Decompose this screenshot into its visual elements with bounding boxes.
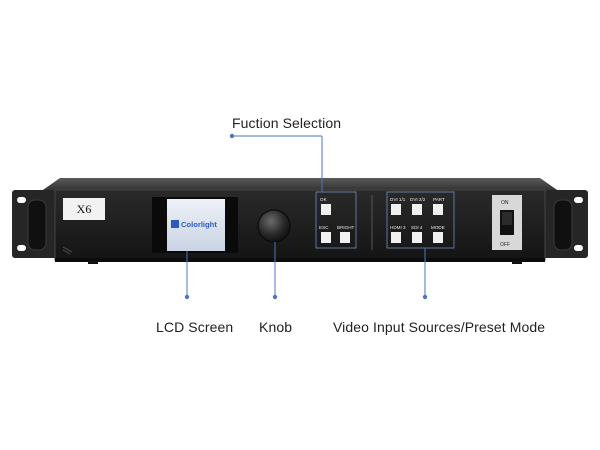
- callout-function-selection: Fuction Selection: [232, 115, 342, 131]
- ok-button[interactable]: [321, 204, 331, 215]
- btn-bright-label: BRIGHT: [337, 225, 355, 230]
- callout-video-inputs: Video Input Sources/Preset Mode: [333, 319, 546, 335]
- btn-esc-label: ESC: [319, 225, 329, 230]
- btn-ok-label: OK: [320, 197, 328, 202]
- callout-dot: [184, 294, 190, 300]
- esc-button[interactable]: [321, 232, 331, 243]
- btn-mode-label: MODE: [431, 225, 445, 230]
- lcd-logo-mark: [171, 220, 179, 228]
- ear-hole: [17, 245, 26, 251]
- btn-dvi2-label: DVI 2/2: [410, 197, 426, 202]
- btn-hdmi-label: HDMI 3: [390, 225, 406, 230]
- btn-sdi-label: SDI 4: [411, 225, 423, 230]
- btn-part-label: PART: [433, 197, 445, 202]
- ear-hole: [574, 197, 583, 203]
- hdmi-button[interactable]: [391, 232, 401, 243]
- callout-dot: [272, 294, 278, 300]
- callout-knob: Knob: [259, 319, 293, 335]
- knob[interactable]: [258, 210, 290, 242]
- model-badge: [63, 198, 105, 220]
- dvi1-button[interactable]: [391, 204, 401, 215]
- power-on-label: ON: [501, 200, 509, 206]
- function-button-group: [315, 191, 357, 249]
- handle-right: [553, 199, 573, 251]
- callout-dot: [422, 294, 428, 300]
- handle-left: [27, 199, 47, 251]
- part-button[interactable]: [433, 204, 443, 215]
- lcd-brand: Colorlight: [181, 220, 217, 229]
- ear-hole: [17, 197, 26, 203]
- front-panel: [54, 189, 546, 261]
- mode-button[interactable]: [433, 232, 443, 243]
- input-button-group: [386, 191, 455, 249]
- model-label: X6: [77, 202, 92, 216]
- callout-lcd-screen: LCD Screen: [156, 319, 234, 335]
- sdi-button[interactable]: [412, 232, 422, 243]
- power-off-label: OFF: [500, 242, 510, 248]
- chassis-top: [40, 178, 560, 192]
- btn-dvi1-label: DVI 1/1: [390, 197, 406, 202]
- dvi2-button[interactable]: [412, 204, 422, 215]
- bright-button[interactable]: [340, 232, 350, 243]
- ear-hole: [574, 245, 583, 251]
